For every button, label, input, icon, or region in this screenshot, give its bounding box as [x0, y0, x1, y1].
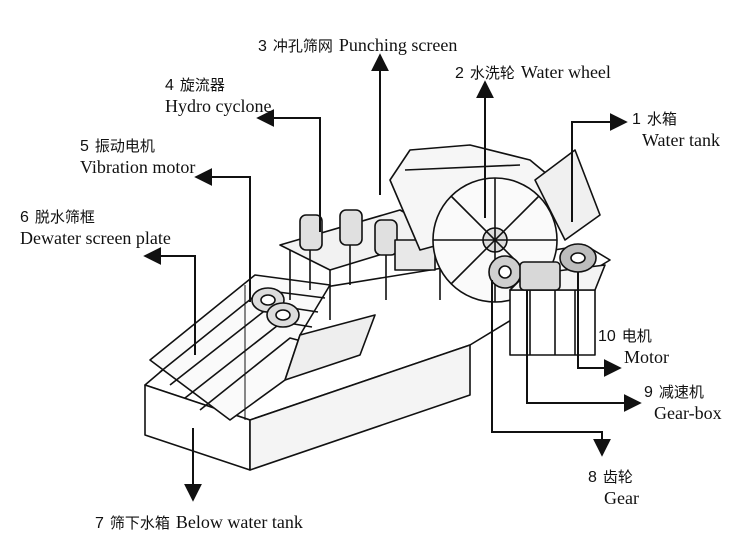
- label-gear: 8 齿轮 Gear: [588, 466, 639, 508]
- label-chinese: 水洗轮: [469, 64, 515, 82]
- label-chinese: 脱水筛框: [34, 208, 95, 226]
- base-tank-side: [249, 344, 471, 471]
- hydro-cyclone-body: [339, 209, 363, 246]
- label-water-tank: 1 水箱 Water tank: [632, 108, 720, 150]
- screen-side-plate: [284, 314, 376, 381]
- label-english: Water wheel: [520, 62, 611, 82]
- label-number: 9: [644, 384, 653, 401]
- label-chinese: 齿轮: [602, 468, 633, 486]
- label-gear-box: 9 减速机 Gear-box: [644, 381, 722, 423]
- label-number: 1: [632, 111, 641, 128]
- label-chinese: 冲孔筛网: [272, 37, 333, 55]
- label-english: Below water tank: [175, 512, 303, 532]
- label-number: 2: [455, 65, 464, 82]
- label-chinese: 筛下水箱: [109, 514, 170, 532]
- label-number: 6: [20, 209, 29, 226]
- hydro-cyclone-body: [374, 219, 398, 256]
- arrow-vibration-motor: [194, 168, 251, 302]
- label-number: 8: [588, 469, 597, 486]
- label-chinese: 电机: [621, 327, 652, 345]
- arrow-motor: [577, 272, 622, 377]
- label-chinese: 减速机: [658, 383, 704, 401]
- label-number: 3: [258, 38, 267, 55]
- label-dewater-screen: 6 脱水筛框 Dewater screen plate: [20, 206, 171, 248]
- arrow-water-tank: [571, 113, 628, 222]
- label-number: 10: [598, 328, 616, 345]
- machine-body: [144, 144, 611, 471]
- label-number: 5: [80, 138, 89, 155]
- label-vibration-motor: 5 振动电机 Vibration motor: [80, 135, 195, 177]
- label-chinese: 水箱: [646, 110, 677, 128]
- arrow-dewater-screen: [143, 247, 196, 355]
- label-punching-screen: 3 冲孔筛网 Punching screen: [258, 35, 457, 57]
- label-english: Dewater screen plate: [20, 228, 171, 248]
- label-water-wheel: 2 水洗轮 Water wheel: [455, 62, 611, 84]
- arrow-gear: [491, 280, 611, 457]
- label-english: Motor: [624, 347, 669, 367]
- label-english: Punching screen: [338, 35, 458, 55]
- label-english: Gear-box: [654, 403, 722, 423]
- arrow-gear-box: [526, 290, 642, 412]
- label-number: 4: [165, 77, 174, 94]
- leader-arrows: [143, 53, 642, 502]
- cyclone-pipe: [309, 245, 387, 300]
- label-motor: 10 电机 Motor: [598, 325, 669, 367]
- label-number: 7: [95, 515, 104, 532]
- label-chinese: 旋流器: [179, 76, 225, 94]
- label-english: Hydro cyclone: [165, 96, 272, 116]
- label-english: Water tank: [642, 130, 721, 150]
- label-english: Vibration motor: [80, 157, 196, 177]
- hydro-cyclone-body: [299, 214, 323, 251]
- water-tank-hopper: [534, 149, 601, 241]
- punching-screen-slats: [404, 164, 521, 171]
- label-chinese: 振动电机: [94, 137, 155, 155]
- drive-frame: [509, 289, 596, 356]
- label-hydro-cyclone: 4 旋流器 Hydro cyclone: [165, 74, 271, 116]
- label-english: Gear: [604, 488, 639, 508]
- arrow-hydro-cyclone: [256, 109, 321, 232]
- label-below-water-tank: 7 筛下水箱 Below water tank: [95, 512, 303, 534]
- gear-box-housing: [519, 261, 561, 291]
